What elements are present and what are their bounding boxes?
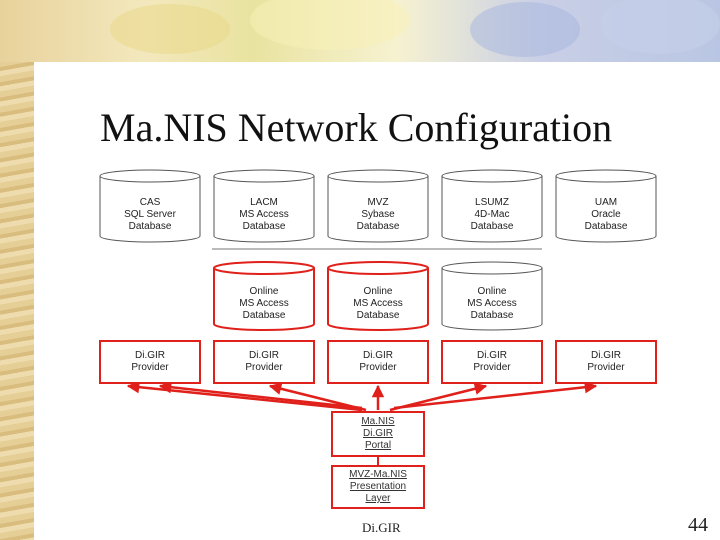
arrow-provider-0-portal [126,380,363,412]
source-database-1-top [213,169,315,183]
source-database-1 [213,169,315,243]
online-database-0 [213,261,315,331]
source-database-4-top [555,169,657,183]
online-database-1 [327,261,429,331]
source-database-label-2-line: Sybase [361,209,395,220]
portal-label-line: Ma.NIS [361,416,395,427]
source-database-label-4-line: Database [584,221,628,232]
source-database-3-body [441,176,543,243]
source-database-2 [327,169,429,243]
source-database-0-body [99,176,201,243]
provider-label-2-line: Provider [359,362,397,373]
source-database-label-2-line: Database [356,221,400,232]
source-database-4 [555,169,657,243]
background-texture-left [0,0,34,540]
source-database-label-0-line: CAS [139,197,161,208]
presentation-label-line: MVZ-Ma.NIS [349,469,407,480]
page-number: 44 [688,514,708,536]
source-database-label-4-line: UAM [594,197,618,208]
source-database-2-body [327,176,429,243]
portal-box [331,411,425,457]
online-database-label-2-line: Database [470,310,514,321]
provider-box-2 [327,340,429,384]
source-database-label-1-line: LACM [250,197,278,208]
digir-logo: Di.GIR [362,520,401,535]
source-database-3 [441,169,543,243]
provider-box-1 [213,340,315,384]
source-database-label-0-line: SQL Server [124,209,176,220]
provider-box-3 [441,340,543,384]
portal-label-line: Portal [364,440,392,451]
source-database-label-4-line: Oracle [591,209,621,220]
provider-label-4-line: Provider [587,362,625,373]
source-database-label-2-line: MVZ [367,197,389,208]
source-database-1-body [213,176,315,243]
slide-title: Ma.NIS Network Configuration [100,105,613,150]
provider-label-1-line: Di.GIR [249,350,279,361]
portal-label-line: Di.GIR [363,428,393,439]
online-database-0-top [213,261,315,275]
provider-label-0-line: Provider [131,362,169,373]
provider-label-4-line: Di.GIR [591,350,621,361]
background-banner-top [0,0,720,62]
online-database-label-1-line: Database [356,310,400,321]
source-database-label-0-line: Database [128,221,172,232]
source-database-label-3-line: 4D-Mac [474,209,510,220]
online-database-label-0-line: Database [242,310,286,321]
online-database-2 [441,261,543,331]
online-database-1-top [327,261,429,275]
online-database-label-2-line: MS Access [467,298,517,309]
provider-box-0 [99,340,201,384]
presentation-label-line: Layer [365,493,391,504]
presentation-label-line: Presentation [349,481,407,492]
source-database-label-1-line: Database [242,221,286,232]
arrow-portal-provider-0 [158,381,363,410]
source-database-2-top [327,169,429,183]
online-database-0-body [213,268,315,331]
source-database-label-3-line: Database [470,221,514,232]
source-database-3-top [441,169,543,183]
online-database-label-1-line: MS Access [353,298,403,309]
online-database-label-1-line: Online [363,286,393,297]
source-database-4-body [555,176,657,243]
presentation-box [331,465,425,509]
source-database-0-top [99,169,201,183]
arrow-portal-provider-4 [393,381,598,410]
online-database-label-0-line: MS Access [239,298,289,309]
online-database-2-top [441,261,543,275]
provider-label-3-line: Di.GIR [477,350,507,361]
online-database-label-0-line: Online [249,286,279,297]
source-database-0 [99,169,201,243]
online-database-1-body [327,268,429,331]
online-database-label-2-line: Online [477,286,507,297]
source-database-label-3-line: LSUMZ [475,197,509,208]
online-database-2-body [441,268,543,331]
source-database-label-1-line: MS Access [239,209,289,220]
provider-label-1-line: Provider [245,362,283,373]
provider-label-3-line: Provider [473,362,511,373]
provider-label-2-line: Di.GIR [363,350,393,361]
provider-box-4 [555,340,657,384]
provider-label-0-line: Di.GIR [135,350,165,361]
